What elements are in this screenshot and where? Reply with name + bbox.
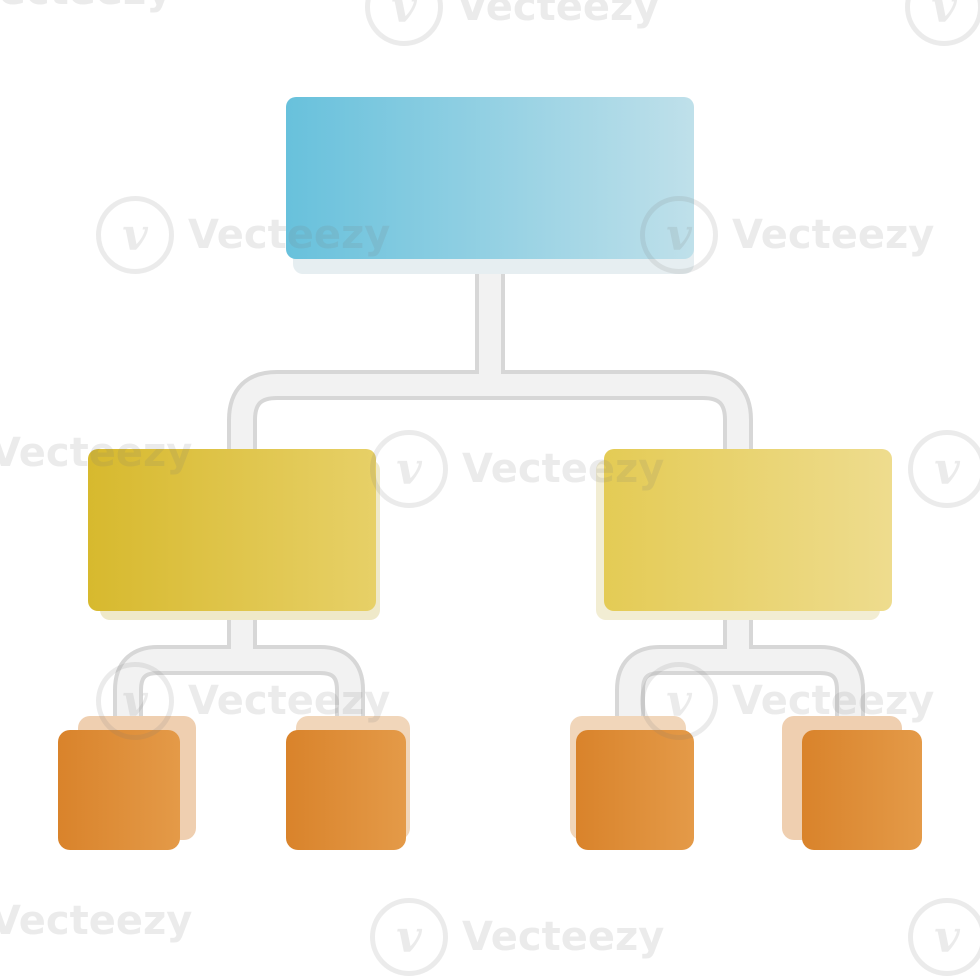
right-branch-node <box>596 449 892 620</box>
right-leaf-1-node <box>570 716 694 850</box>
root-node <box>286 97 694 274</box>
right-leaf-2-node <box>782 716 922 850</box>
left-leaf-2-node <box>286 716 410 850</box>
left-branch-node <box>88 449 380 620</box>
left-leaf-1-node <box>58 716 196 850</box>
